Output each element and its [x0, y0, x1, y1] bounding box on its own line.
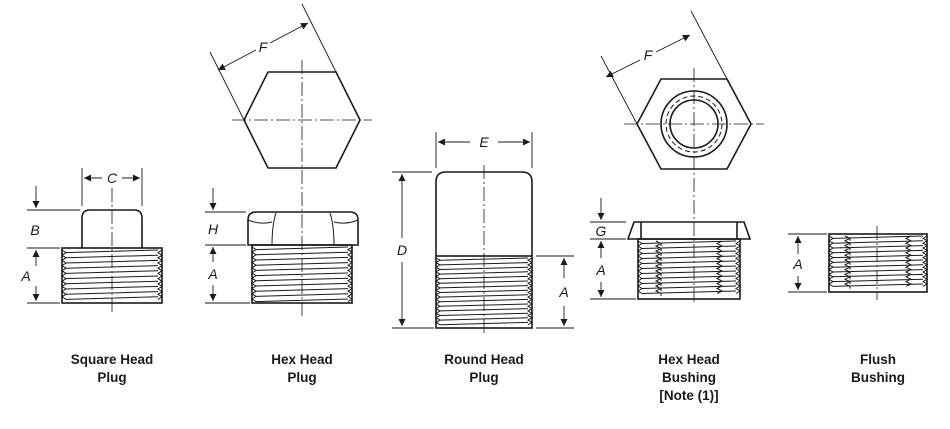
- dim-a-label: A: [595, 262, 605, 278]
- thread-profile: [843, 235, 852, 287]
- thread-line: [255, 293, 349, 297]
- thread-line: [832, 235, 924, 239]
- thread-profile: [904, 235, 913, 287]
- thread-line: [65, 280, 159, 285]
- thread-profile: [922, 235, 928, 287]
- thread-line: [65, 285, 159, 290]
- thread-line: [255, 246, 349, 251]
- dim-e-label: E: [479, 134, 489, 150]
- thread-line: [439, 298, 529, 303]
- hex-head-bushing-drawing: F G A: [590, 10, 764, 304]
- thread-line: [439, 271, 529, 275]
- thread-line: [832, 273, 924, 278]
- thread-line: [255, 288, 349, 292]
- dim-d-label: D: [397, 242, 407, 258]
- thread-line: [439, 294, 529, 298]
- thread-line: [439, 285, 529, 289]
- thread-line: [439, 266, 529, 270]
- thread-profile: [637, 240, 643, 294]
- thread-profile: [828, 235, 834, 287]
- thread-line: [832, 249, 924, 254]
- thread-line: [255, 251, 349, 256]
- dim-a-label: A: [207, 266, 217, 282]
- thread-profile: [61, 249, 67, 300]
- thread-line: [65, 291, 159, 295]
- thread-line: [832, 240, 924, 244]
- thread-line: [832, 278, 924, 283]
- dim-b-label: B: [30, 222, 39, 238]
- thread-line: [255, 272, 349, 277]
- thread-profile: [526, 257, 534, 326]
- thread-line: [255, 267, 349, 271]
- dim-f-label: F: [259, 39, 269, 55]
- caption-hex-head-bushing: Hex Head Bushing [Note (1)]: [658, 352, 720, 403]
- thread-profile: [347, 246, 353, 303]
- thread-line: [439, 257, 529, 261]
- thread-line: [439, 312, 529, 316]
- thread-line: [65, 265, 159, 269]
- dim-c-label: C: [107, 170, 118, 186]
- thread-line: [832, 269, 924, 273]
- thread-line: [65, 249, 159, 254]
- dim-a-label: A: [792, 256, 802, 272]
- square-head-plug-drawing: C B A: [20, 168, 163, 312]
- thread-line: [832, 264, 924, 268]
- thread-line: [439, 262, 529, 266]
- thread-line: [255, 298, 349, 303]
- thread-profile: [735, 240, 741, 294]
- thread-line: [255, 262, 349, 266]
- thread-profile: [157, 249, 163, 300]
- thread-profile: [654, 240, 663, 294]
- thread-line: [255, 282, 349, 287]
- thread-line: [65, 296, 159, 300]
- thread-line: [439, 280, 529, 284]
- thread-line: [439, 275, 529, 280]
- thread-profile: [251, 246, 257, 303]
- thread-profile: [715, 240, 724, 294]
- dim-h-label: H: [208, 221, 219, 237]
- thread-line: [832, 254, 924, 259]
- caption-round-head-plug: Round Head Plug: [444, 352, 524, 385]
- thread-line: [65, 270, 159, 274]
- thread-line: [439, 303, 529, 307]
- thread-line: [65, 275, 159, 280]
- caption-hex-head-plug: Hex Head Plug: [271, 352, 333, 385]
- thread-line: [65, 254, 159, 259]
- thread-line: [832, 283, 924, 287]
- flush-bushing-drawing: A: [788, 226, 928, 300]
- thread-line: [439, 308, 529, 312]
- dim-g-label: G: [596, 223, 607, 239]
- dim-a-label: A: [558, 284, 568, 300]
- hex-head-plug-drawing: F H A: [205, 3, 372, 318]
- thread-profile: [434, 257, 442, 326]
- thread-line: [65, 259, 159, 264]
- thread-line: [832, 259, 924, 263]
- thread-line: [439, 317, 529, 321]
- caption-flush-bushing: Flush Bushing: [851, 352, 905, 385]
- thread-line: [439, 289, 529, 293]
- thread-line: [255, 256, 349, 261]
- caption-square-head-plug: Square Head Plug: [70, 352, 154, 385]
- thread-line: [255, 277, 349, 282]
- thread-line: [832, 245, 924, 249]
- round-head-plug-drawing: E D A: [392, 132, 574, 335]
- thread-line: [439, 321, 529, 326]
- dim-a-label: A: [20, 268, 30, 284]
- dim-f-label: F: [644, 47, 654, 63]
